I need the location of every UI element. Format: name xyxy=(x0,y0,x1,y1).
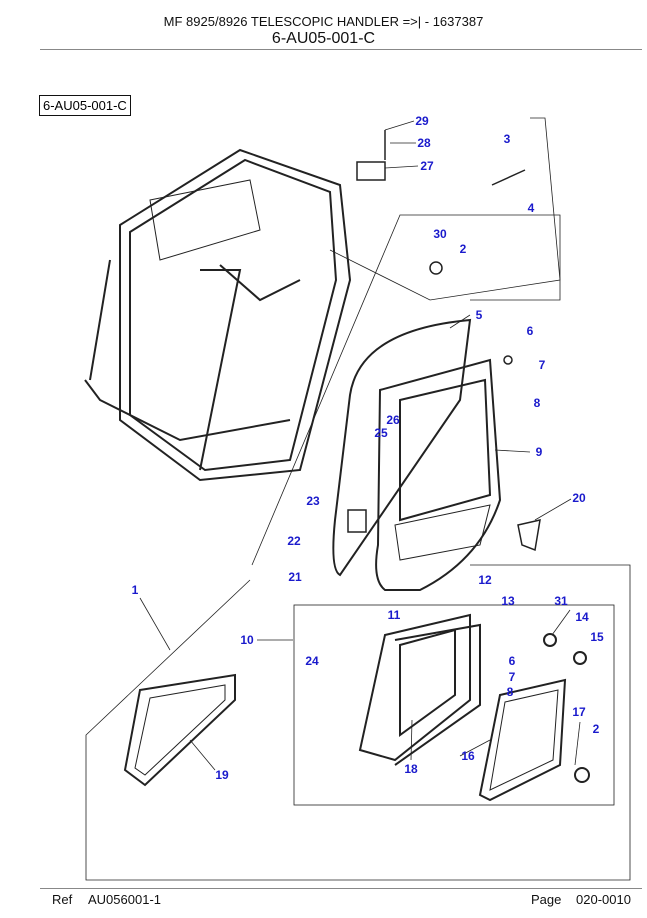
callout-27[interactable]: 27 xyxy=(420,159,434,173)
callout-1[interactable]: 1 xyxy=(131,583,139,597)
header-divider xyxy=(40,49,642,50)
callout-21[interactable]: 21 xyxy=(288,570,302,584)
callout-30[interactable]: 30 xyxy=(433,227,447,241)
leader-lines xyxy=(139,120,581,771)
callout-3[interactable]: 3 xyxy=(503,132,511,146)
door-assembly xyxy=(332,318,502,591)
diagram-ref-box: 6-AU05-001-C xyxy=(39,95,131,116)
callout-29[interactable]: 29 xyxy=(415,114,429,128)
callout-26[interactable]: 26 xyxy=(386,413,400,427)
callout-12[interactable]: 12 xyxy=(478,573,492,587)
callout-19[interactable]: 19 xyxy=(215,768,229,782)
cab-frame xyxy=(84,148,352,482)
callout-13[interactable]: 13 xyxy=(501,594,515,608)
page-label: Page xyxy=(531,892,562,907)
callout-17[interactable]: 17 xyxy=(572,705,586,719)
glass-panel-16 xyxy=(478,678,567,802)
callout-31[interactable]: 31 xyxy=(554,594,568,608)
ref-value: AU056001-1 xyxy=(88,892,161,907)
callout-24[interactable]: 24 xyxy=(305,654,319,668)
callout-6b[interactable]: 6 xyxy=(508,654,516,668)
callout-18[interactable]: 18 xyxy=(404,762,418,776)
group-boundaries xyxy=(85,117,631,881)
callout-22[interactable]: 22 xyxy=(287,534,301,548)
callout-15[interactable]: 15 xyxy=(590,630,604,644)
callout-8[interactable]: 8 xyxy=(533,396,541,410)
callout-11[interactable]: 11 xyxy=(387,608,401,622)
diagram-code: 6-AU05-001-C xyxy=(271,30,376,47)
page-value: 020-0010 xyxy=(576,892,631,907)
callout-2[interactable]: 2 xyxy=(459,242,467,256)
callout-16[interactable]: 16 xyxy=(461,749,475,763)
callout-8b[interactable]: 8 xyxy=(506,685,514,699)
callout-2b[interactable]: 2 xyxy=(592,722,600,736)
callout-7[interactable]: 7 xyxy=(538,358,546,372)
callout-28[interactable]: 28 xyxy=(417,136,431,150)
callout-25[interactable]: 25 xyxy=(374,426,388,440)
callout-20[interactable]: 20 xyxy=(572,491,586,505)
callout-4[interactable]: 4 xyxy=(527,201,535,215)
ref-label: Ref xyxy=(52,892,73,907)
callout-5[interactable]: 5 xyxy=(475,308,483,322)
glass-panel-19 xyxy=(123,673,236,787)
callout-9[interactable]: 9 xyxy=(535,445,543,459)
callout-23[interactable]: 23 xyxy=(306,494,320,508)
callout-14[interactable]: 14 xyxy=(575,610,589,624)
document-title: MF 8925/8926 TELESCOPIC HANDLER =>| - 16… xyxy=(163,14,484,29)
small-parts xyxy=(347,130,541,552)
window-assembly xyxy=(358,613,590,783)
callout-7b[interactable]: 7 xyxy=(508,670,516,684)
callout-10[interactable]: 10 xyxy=(240,633,254,647)
footer-divider xyxy=(40,888,642,889)
callout-6[interactable]: 6 xyxy=(526,324,534,338)
